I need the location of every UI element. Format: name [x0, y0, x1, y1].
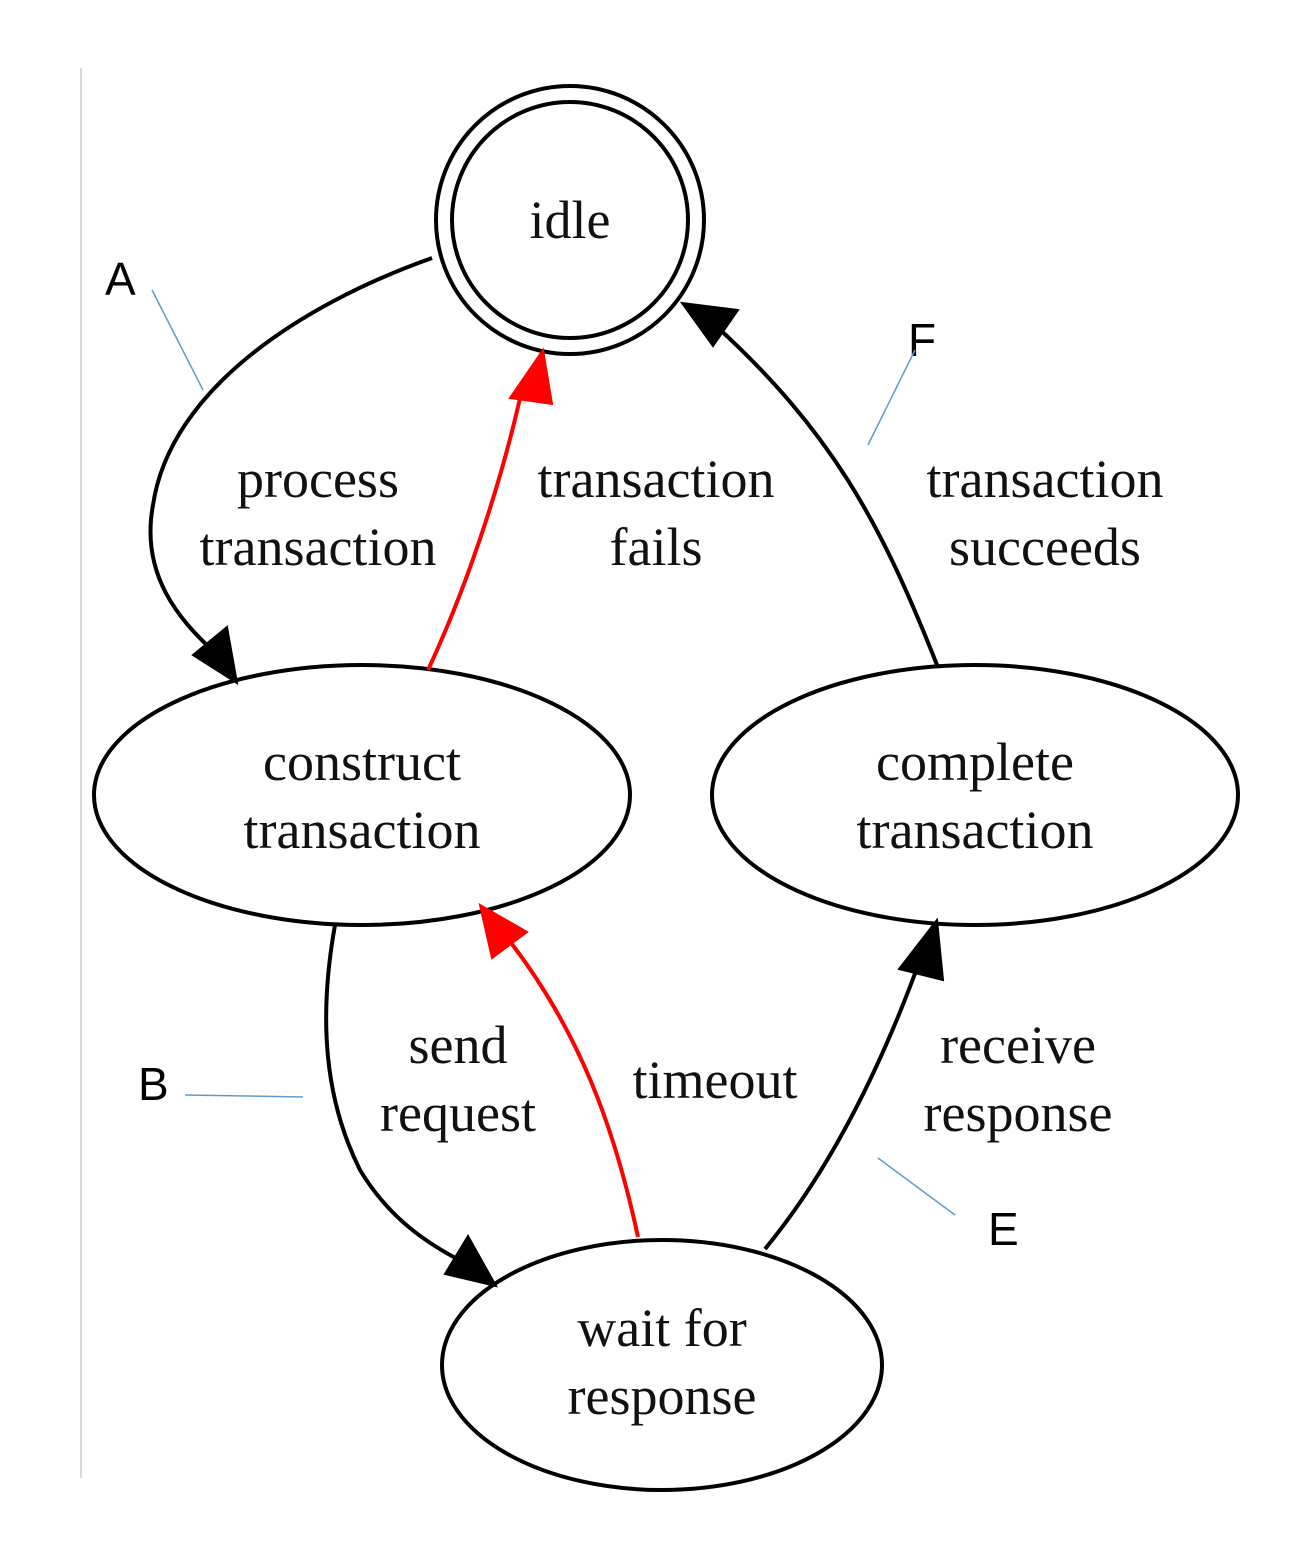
- wait-ellipse: [440, 1238, 884, 1492]
- callout-b-letter: B: [138, 1058, 169, 1110]
- edge-receive-response: receive response: [763, 917, 1113, 1251]
- state-idle: idle: [434, 84, 706, 356]
- send-label-line1: send: [409, 1015, 508, 1075]
- succeeds-label-line2: succeeds: [949, 517, 1141, 577]
- callout-f-letter: F: [908, 314, 936, 366]
- process-edge-line: [148, 256, 433, 652]
- edge-timeout: timeout: [478, 902, 798, 1238]
- receive-arrowhead: [897, 917, 945, 982]
- edge-transaction-fails: transaction fails: [426, 347, 775, 671]
- fails-label-line2: fails: [610, 517, 703, 577]
- process-label-line1: process: [237, 449, 399, 509]
- idle-label: idle: [530, 190, 611, 250]
- process-label-line2: transaction: [200, 517, 437, 577]
- callout-a: A: [105, 253, 204, 391]
- edge-send-request: send request: [324, 924, 536, 1288]
- callout-e-letter: E: [988, 1203, 1019, 1255]
- state-wait-for-response: wait for response: [440, 1238, 884, 1492]
- fails-arrowhead: [508, 347, 554, 406]
- send-edge-line: [324, 924, 464, 1264]
- callout-a-letter: A: [105, 253, 136, 305]
- succeeds-label-line1: transaction: [927, 449, 1164, 509]
- succeeds-arrowhead: [679, 301, 740, 348]
- callout-b: B: [138, 1058, 304, 1110]
- complete-label-line1: complete: [876, 732, 1074, 792]
- fails-label-line1: transaction: [538, 449, 775, 509]
- callout-e-leader: [877, 1157, 956, 1216]
- fails-edge-line: [426, 379, 526, 671]
- state-construct-transaction: construct transaction: [92, 663, 632, 927]
- edge-process-transaction: process transaction: [148, 256, 437, 686]
- construct-label-line2: transaction: [244, 800, 481, 860]
- idle-inner-circle: [450, 100, 690, 340]
- state-complete-transaction: complete transaction: [710, 663, 1240, 927]
- wait-label-line1: wait for: [577, 1298, 746, 1358]
- edge-transaction-succeeds: transaction succeeds: [679, 301, 1164, 666]
- callout-b-leader: [184, 1094, 304, 1098]
- idle-outer-circle: [434, 84, 706, 356]
- complete-ellipse: [710, 663, 1240, 927]
- timeout-arrowhead: [478, 902, 529, 960]
- timeout-label: timeout: [633, 1050, 798, 1110]
- callout-a-leader: [151, 289, 204, 391]
- process-arrowhead: [191, 625, 239, 686]
- receive-edge-line: [763, 959, 922, 1251]
- callout-f: F: [867, 314, 936, 446]
- callout-f-leader: [867, 349, 916, 446]
- timeout-edge-line: [503, 933, 640, 1238]
- wait-label-line2: response: [568, 1366, 757, 1426]
- receive-label-line2: response: [924, 1083, 1113, 1143]
- callout-e: E: [877, 1157, 1019, 1255]
- send-arrowhead: [443, 1234, 498, 1288]
- send-label-line2: request: [380, 1083, 536, 1143]
- construct-ellipse: [92, 663, 632, 927]
- receive-label-line1: receive: [940, 1015, 1096, 1075]
- construct-label-line1: construct: [263, 732, 461, 792]
- succeeds-edge-line: [713, 323, 939, 666]
- complete-label-line2: transaction: [857, 800, 1094, 860]
